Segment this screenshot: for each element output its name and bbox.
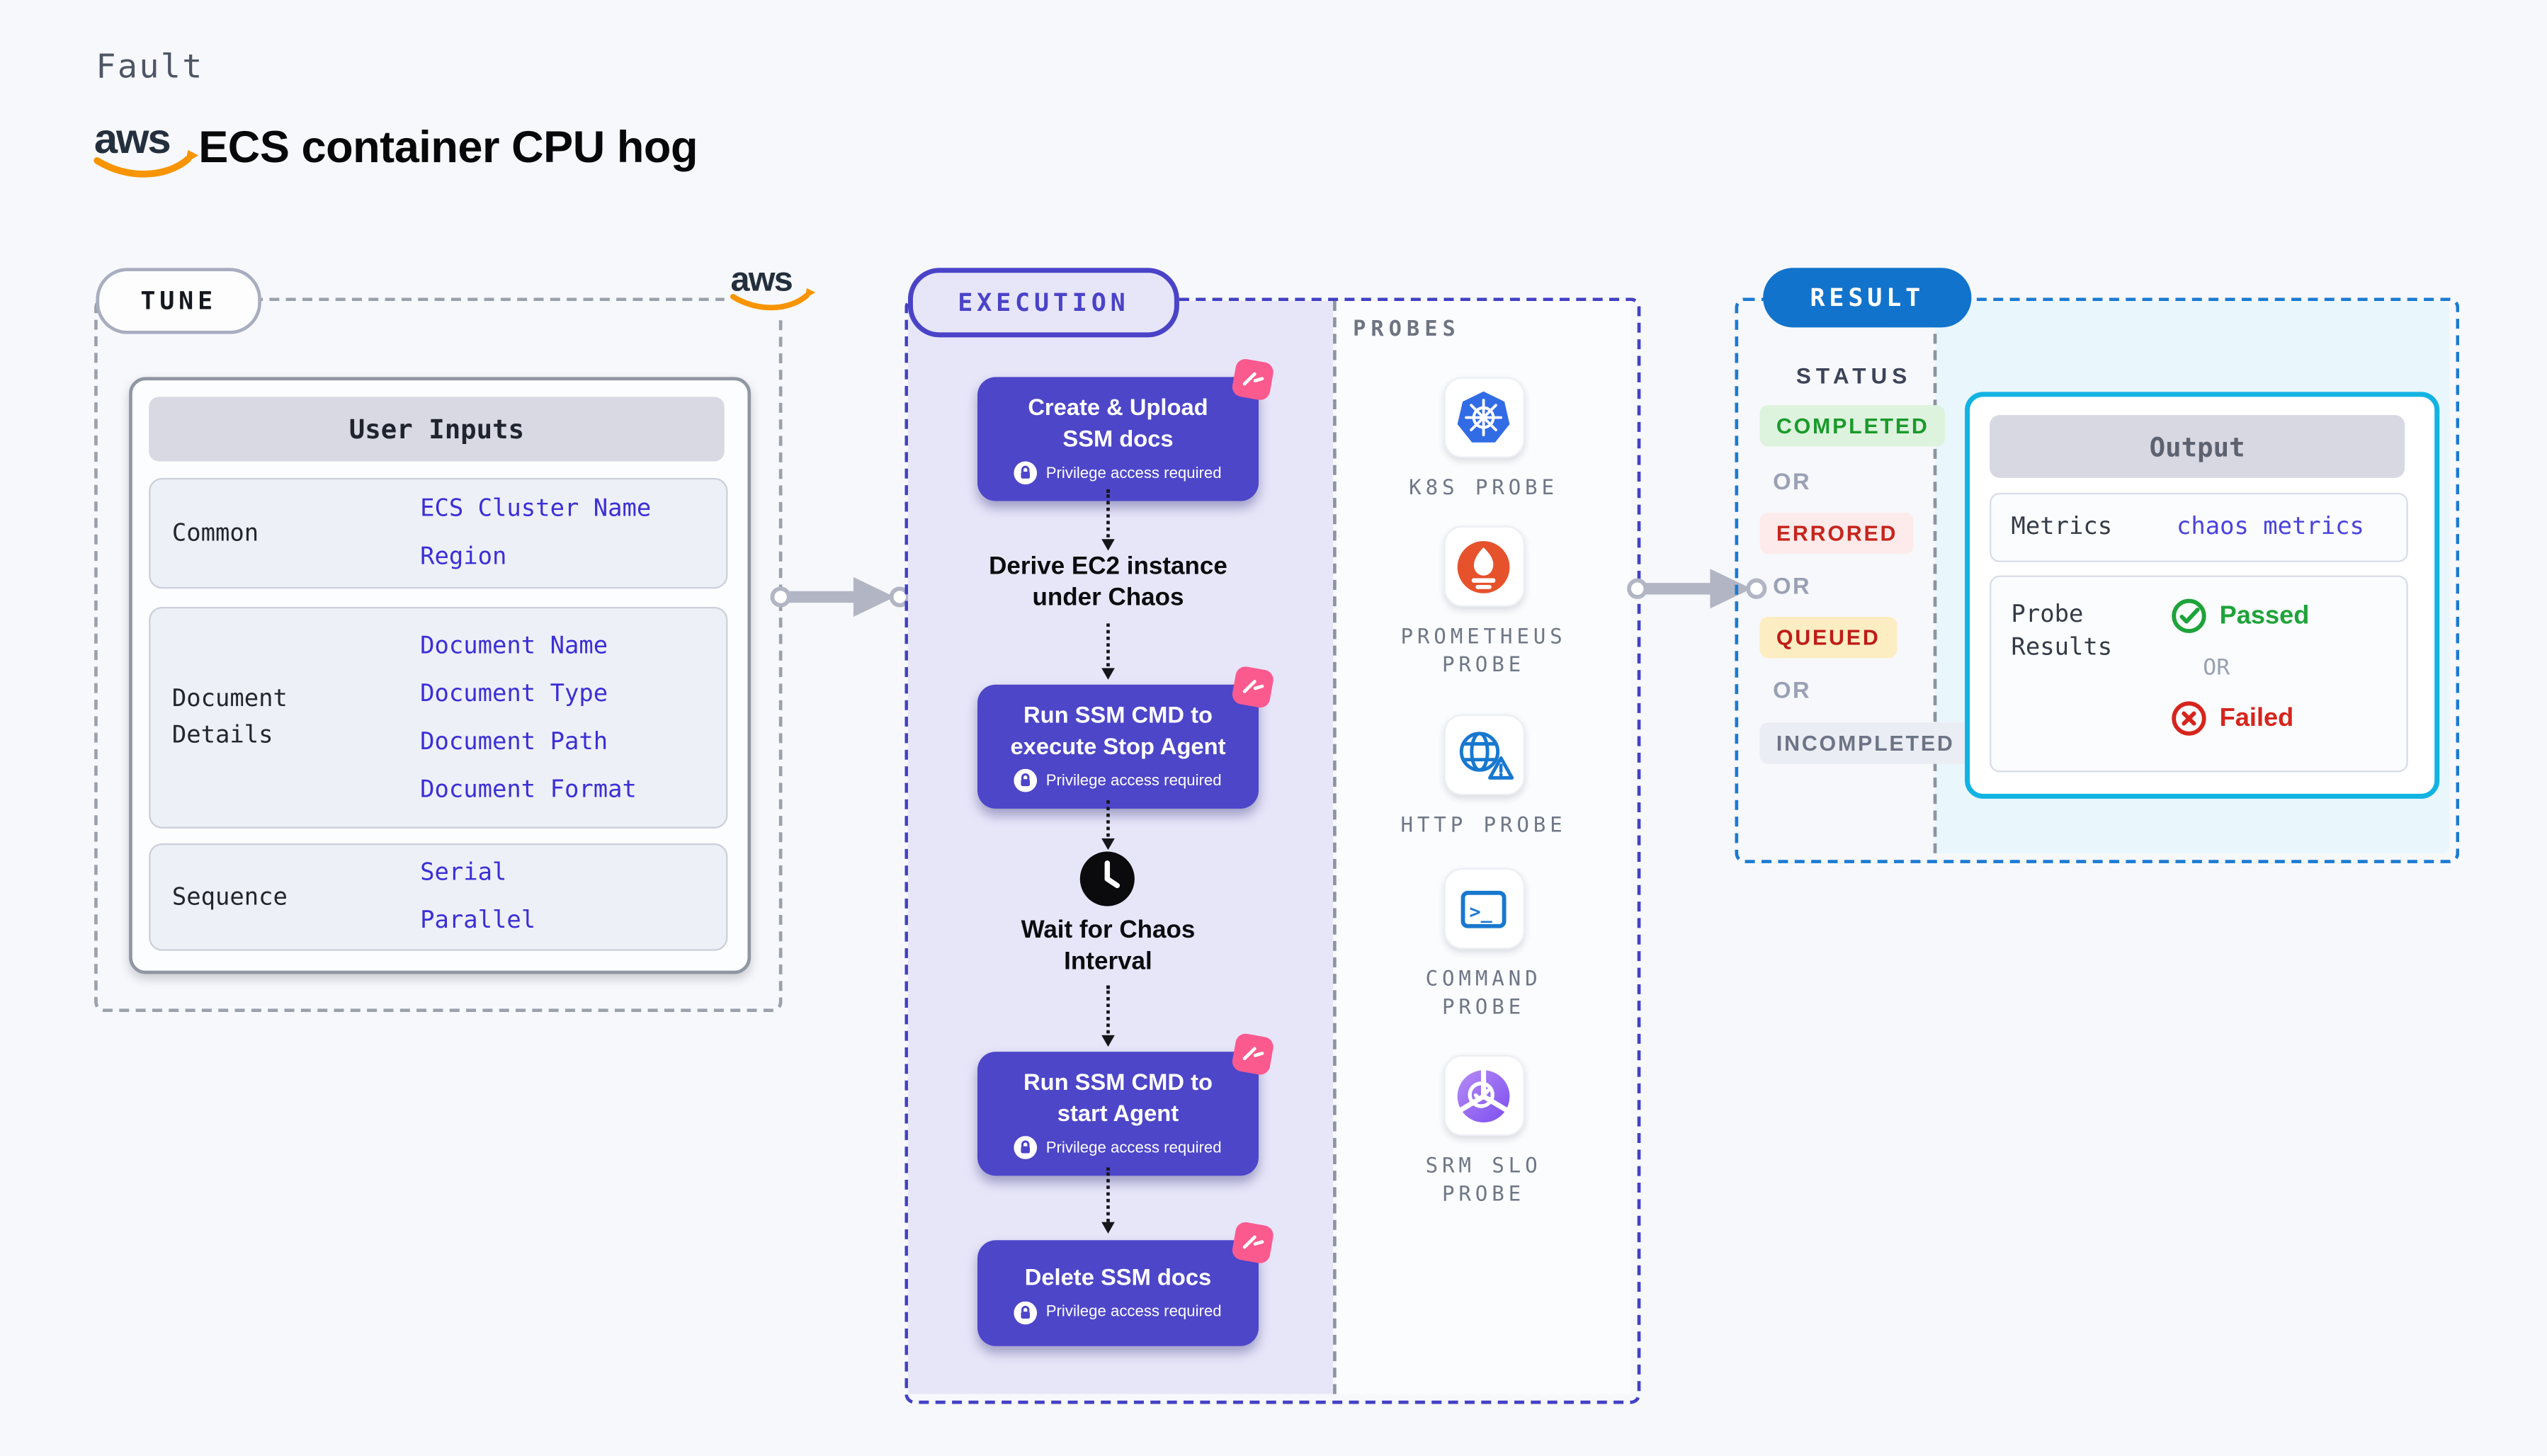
flow-connector	[1100, 985, 1114, 1047]
row-links: Document Name Document Type Document Pat…	[420, 629, 637, 806]
clock-icon	[1079, 851, 1135, 906]
lock-icon	[1014, 461, 1038, 485]
user-inputs-card: User Inputs Common ECS Cluster Name Regi…	[129, 377, 751, 974]
privilege-note: Privilege access required	[987, 1136, 1249, 1159]
check-circle-icon	[2172, 598, 2206, 633]
lock-icon	[1014, 768, 1038, 792]
metrics-row: Metrics chaos metrics	[1990, 492, 2408, 562]
chaos-flag-icon	[1230, 357, 1275, 402]
step-delete-ssm-docs[interactable]: Delete SSM docs Privilege access require…	[977, 1220, 1275, 1346]
aws-logo: aws	[93, 115, 199, 178]
chaos-flag-icon	[1230, 1220, 1275, 1265]
execution-badge: EXECUTION	[907, 268, 1179, 338]
row-links: Serial Parallel	[420, 857, 535, 938]
input-row-document-details: Document Details Document Name Document …	[149, 606, 728, 829]
or-label: OR	[1773, 571, 1811, 599]
lock-icon	[1014, 1300, 1038, 1324]
input-row-sequence: Sequence Serial Parallel	[149, 843, 728, 951]
link-document-name[interactable]: Document Name	[420, 632, 608, 659]
arrow-execution-to-result	[1627, 569, 1767, 609]
result-badge: RESULT	[1763, 268, 1972, 328]
metrics-label: Metrics	[2011, 514, 2113, 541]
flow-connector	[1100, 1167, 1114, 1234]
probe-label: K8S PROBE	[1409, 474, 1558, 500]
http-probe-icon	[1443, 714, 1524, 796]
flow-connector	[1100, 623, 1114, 680]
metrics-value-link[interactable]: chaos metrics	[2176, 514, 2364, 541]
prometheus-probe-icon	[1443, 525, 1524, 607]
svg-text:>_: >_	[1469, 900, 1492, 922]
probes-title: PROBES	[1353, 317, 1460, 343]
arrow-tune-to-execution	[770, 576, 910, 617]
status-badge-queued: QUEUED	[1759, 616, 1897, 659]
result-section-frame	[1735, 297, 2460, 863]
link-document-path[interactable]: Document Path	[420, 728, 608, 755]
link-ecs-cluster-name[interactable]: ECS Cluster Name	[420, 496, 652, 523]
aws-logo-small: aws	[724, 251, 821, 318]
row-label: Common	[171, 520, 259, 547]
probe-http: HTTP PROBE	[1333, 714, 1634, 838]
svg-text:aws: aws	[730, 260, 792, 298]
lock-icon	[1014, 1136, 1038, 1159]
k8s-probe-icon	[1443, 377, 1524, 458]
link-region[interactable]: Region	[420, 544, 507, 571]
row-label: Sequence	[171, 884, 288, 911]
execution-probes-divider	[1333, 300, 1337, 1394]
flow-connector	[1100, 800, 1114, 851]
link-parallel[interactable]: Parallel	[420, 907, 536, 935]
user-inputs-header: User Inputs	[149, 397, 725, 462]
status-title: STATUS	[1796, 363, 1912, 389]
passed-result: Passed	[2170, 597, 2309, 635]
command-probe-icon: >_	[1443, 868, 1524, 950]
probe-label: HTTP PROBE	[1400, 812, 1567, 837]
privilege-note: Privilege access required	[987, 461, 1249, 485]
chaos-flag-icon	[1230, 1032, 1275, 1076]
tune-section-frame	[94, 297, 783, 1013]
privilege-note: Privilege access required	[987, 1300, 1249, 1324]
row-label: Document Details	[171, 686, 288, 749]
or-label: OR	[1773, 676, 1811, 703]
failed-result: Failed	[2170, 700, 2293, 738]
status-badge-incompleted: INCOMPLETED	[1759, 722, 1971, 764]
result-divider	[1933, 300, 1937, 853]
privilege-note: Privilege access required	[987, 768, 1249, 792]
or-label: OR	[1773, 467, 1811, 495]
x-circle-icon	[2172, 701, 2206, 736]
srm-slo-probe-icon	[1443, 1054, 1524, 1137]
execution-section-frame	[904, 297, 1641, 1404]
tune-badge: TUNE	[96, 268, 261, 334]
link-document-type[interactable]: Document Type	[420, 680, 608, 707]
probe-k8s: K8S PROBE	[1333, 377, 1634, 501]
probes-panel	[1336, 300, 1631, 1394]
page-title: ECS container CPU hog	[198, 122, 698, 172]
or-label: OR	[2203, 654, 2230, 682]
svg-text:aws: aws	[94, 115, 170, 162]
output-header: Output	[1990, 415, 2405, 478]
row-links: ECS Cluster Name Region	[420, 493, 651, 574]
flow-connector	[1100, 489, 1114, 551]
chaos-flag-icon	[1230, 665, 1275, 710]
input-row-common: Common ECS Cluster Name Region	[149, 477, 728, 589]
fault-eyebrow: Fault	[96, 46, 204, 86]
status-badge-completed: COMPLETED	[1759, 405, 1946, 447]
link-document-format[interactable]: Document Format	[420, 776, 637, 803]
status-badge-errored: ERRORED	[1759, 512, 1914, 554]
link-serial[interactable]: Serial	[420, 860, 507, 887]
